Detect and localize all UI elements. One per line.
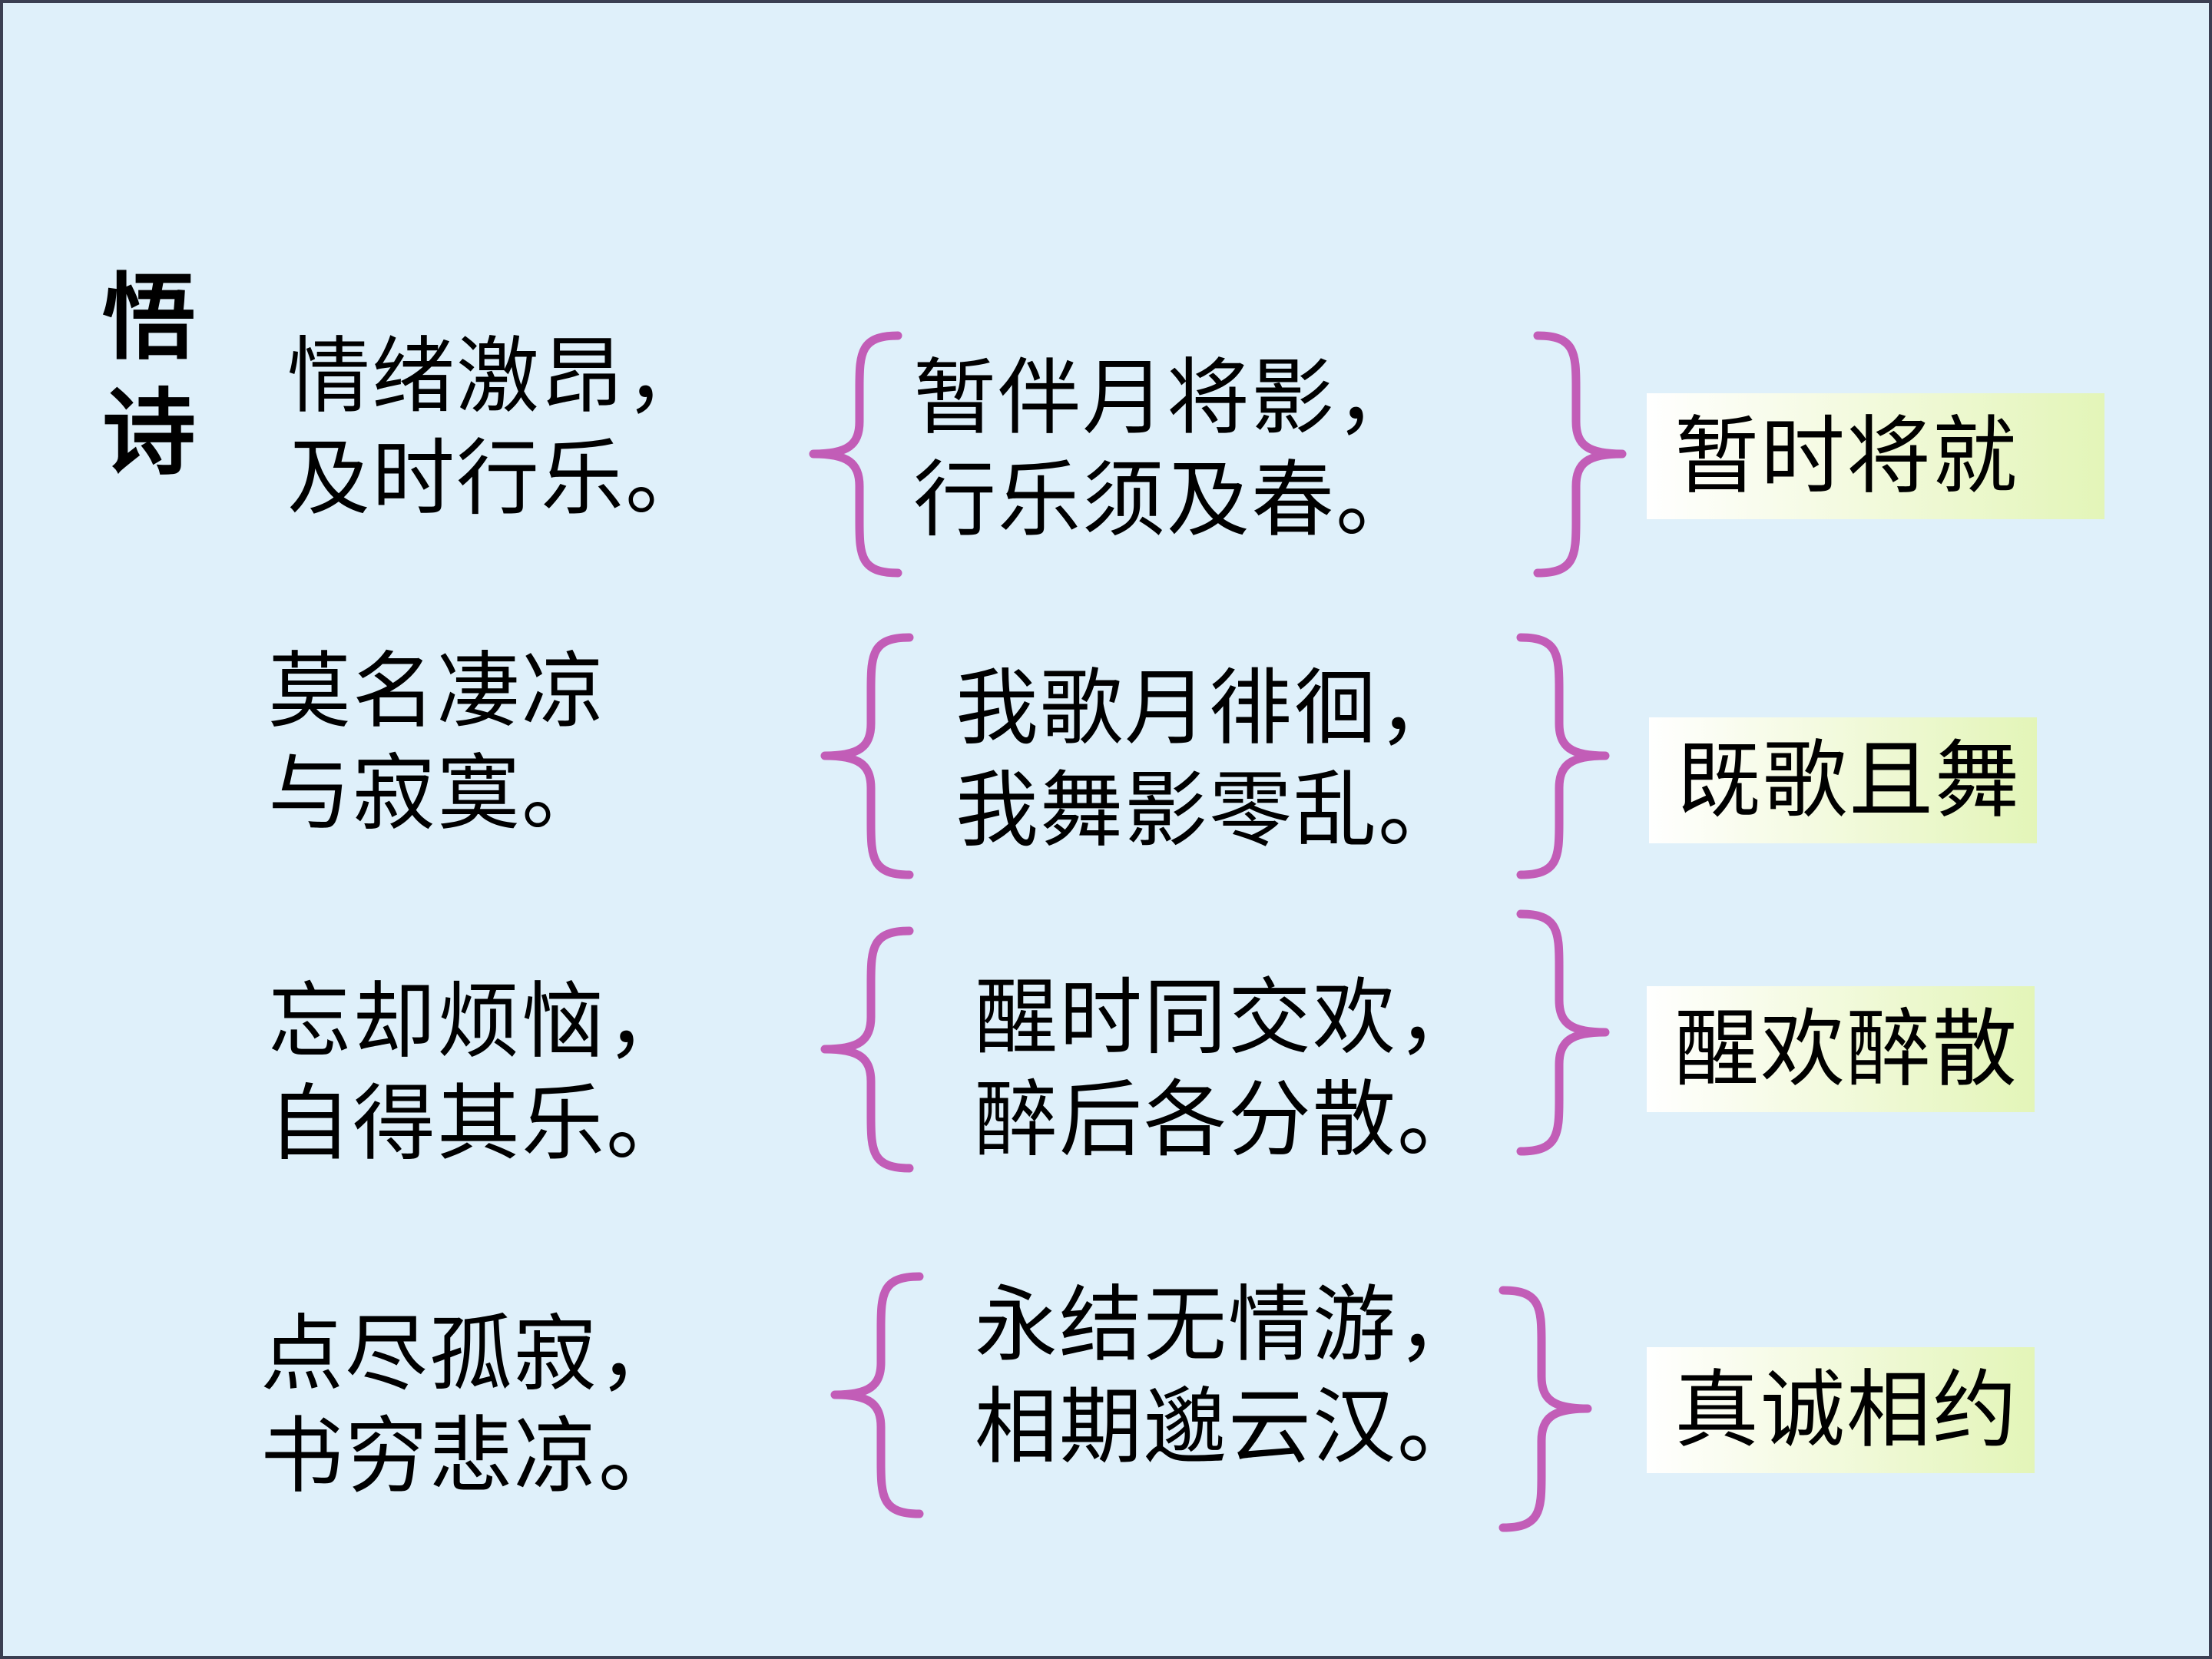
verse-line: 永结无情游， [975, 1277, 1482, 1373]
left-brace [830, 1272, 924, 1518]
title-char-2: 诗 [102, 379, 196, 488]
feeling-line: 莫名凄凉 [268, 644, 607, 740]
feeling-line: 自得其乐。 [268, 1076, 691, 1172]
poem-verse: 我歌月徘徊， 我舞影零乱。 [955, 657, 1462, 862]
feeling-line: 忘却烦恼， [268, 974, 691, 1070]
poem-verse: 暂伴月将影， 行乐须及春。 [913, 347, 1420, 551]
title-char-1: 悟 [102, 263, 196, 373]
summary-box: 醒欢醉散 [1647, 986, 2035, 1112]
right-brace [1516, 633, 1610, 879]
right-brace [1516, 909, 1610, 1156]
left-brace [809, 331, 902, 578]
right-brace [1533, 331, 1627, 578]
verse-line: 暂伴月将影， [913, 350, 1421, 446]
summary-box: 暂时将就 [1647, 393, 2104, 519]
poem-verse: 永结无情游， 相期邈云汉。 [975, 1274, 1482, 1479]
summary-box: 真诚相约 [1647, 1347, 2035, 1473]
verse-line: 行乐须及春。 [913, 452, 1421, 548]
feeling-line: 情绪激昂， [287, 329, 710, 425]
verse-line: 相期邈云汉。 [975, 1379, 1482, 1475]
feeling-text: 点尽孤寂， 书穷悲凉。 [260, 1303, 683, 1508]
verse-line: 醉后各分散。 [975, 1072, 1482, 1168]
feeling-line: 与寂寞。 [268, 746, 607, 842]
feeling-text: 莫名凄凉 与寂寞。 [268, 641, 606, 845]
left-brace [820, 633, 914, 879]
feeling-text: 忘却烦恼， 自得其乐。 [268, 971, 690, 1175]
feeling-line: 及时行乐。 [287, 431, 710, 527]
summary-box: 既歌且舞 [1649, 717, 2037, 843]
verse-line: 我舞影零乱。 [955, 763, 1463, 859]
verse-line: 醒时同交欢， [975, 970, 1482, 1066]
feeling-text: 情绪激昂， 及时行乐。 [287, 326, 710, 530]
verse-line: 我歌月徘徊， [955, 661, 1463, 757]
feeling-line: 点尽孤寂， [260, 1306, 684, 1402]
left-brace [820, 926, 914, 1173]
feeling-line: 书穷悲凉。 [260, 1409, 684, 1505]
right-brace [1498, 1286, 1592, 1532]
poem-verse: 醒时同交欢， 醉后各分散。 [975, 967, 1482, 1171]
section-title: 悟 诗 [95, 260, 203, 491]
